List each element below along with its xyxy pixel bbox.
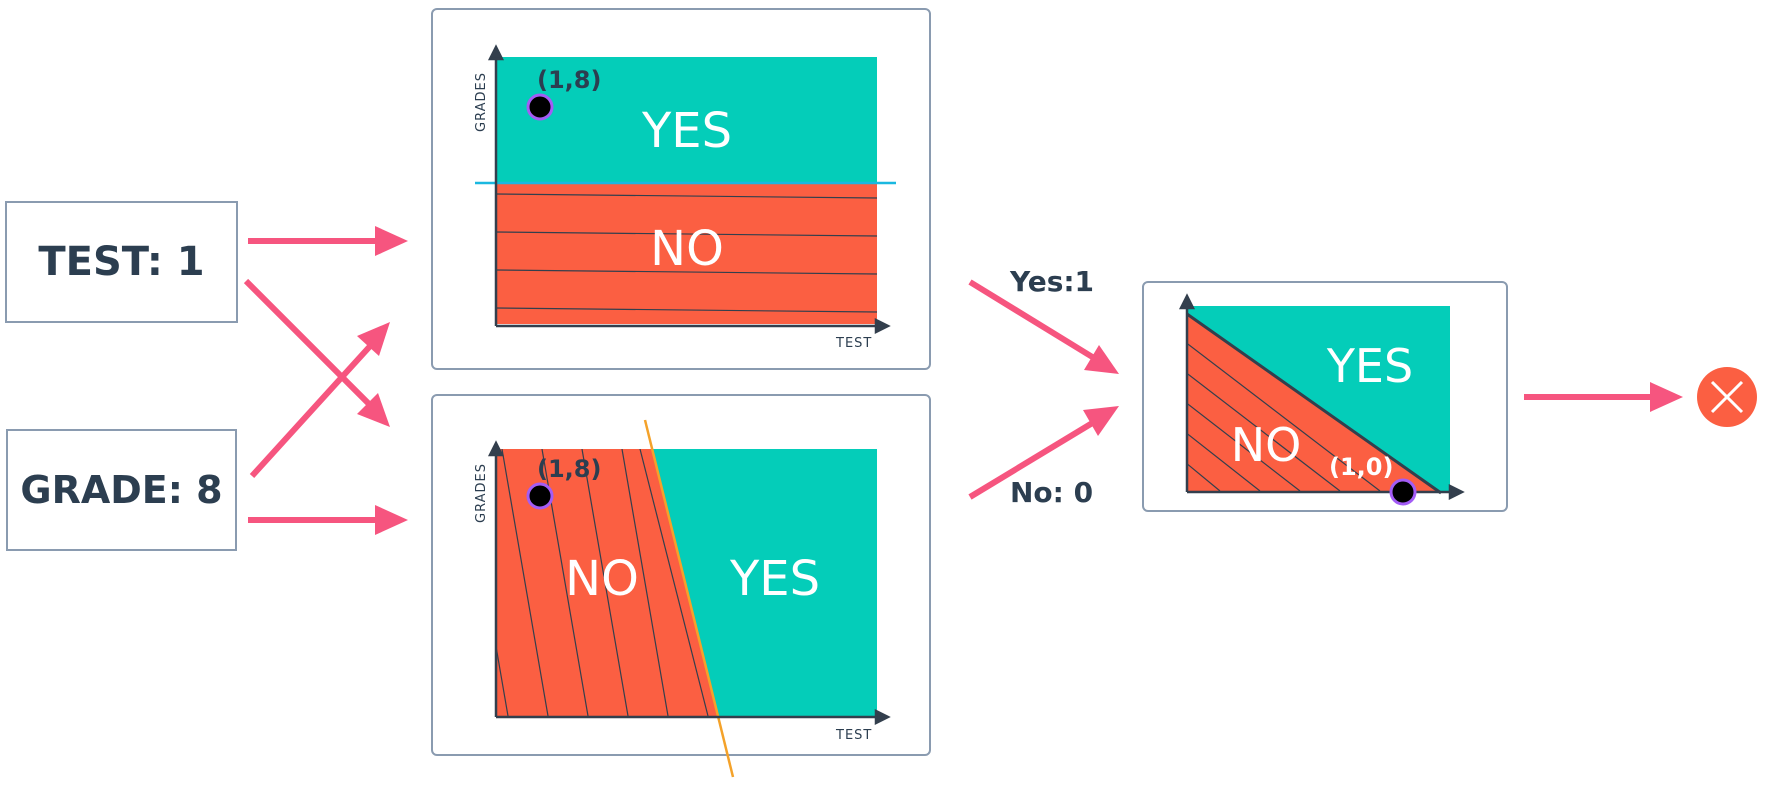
top-x-axis-label: TEST <box>835 336 872 351</box>
arrow-top-to-result <box>968 279 1119 374</box>
top-data-point <box>526 93 554 121</box>
grade-input-label: GRADE: 8 <box>20 468 223 512</box>
result-data-point <box>1389 478 1417 506</box>
bottom-axes <box>487 440 891 726</box>
top-yes-region <box>496 57 877 183</box>
edge-yes-label: Yes:1 <box>1009 265 1094 298</box>
test-input-label: TEST: 1 <box>38 239 205 285</box>
result-yes-label: YES <box>1326 339 1413 393</box>
top-y-axis-label: GRADES <box>474 72 489 132</box>
bottom-data-point <box>526 482 554 510</box>
close-icon <box>1697 367 1757 427</box>
edge-arrows <box>243 226 1683 535</box>
arrow-grade-to-bottom <box>248 505 408 535</box>
result-no-hatching <box>1187 337 1381 491</box>
arrow-test-to-bottom <box>243 278 390 427</box>
result-point-label: (1,0) <box>1329 453 1393 481</box>
grade-input-node: GRADE: 8 <box>6 429 237 551</box>
result-plot: YES NO (1,0) <box>1178 293 1465 506</box>
top-no-region <box>496 183 877 324</box>
top-point-label: (1,8) <box>537 66 601 94</box>
result-yes-region <box>1187 306 1450 491</box>
result-decision-boundary <box>1186 312 1442 495</box>
top-axes <box>487 44 891 335</box>
edge-no-label: No: 0 <box>1010 476 1093 509</box>
arrow-result-to-output <box>1524 382 1683 412</box>
arrow-bottom-to-result <box>968 406 1119 500</box>
bottom-no-label: NO <box>565 551 639 607</box>
bottom-no-region <box>496 449 718 716</box>
bottom-yes-label: YES <box>729 551 820 607</box>
top-no-label: NO <box>650 221 724 277</box>
top-plot: TEST GRADES YES NO (1,8) <box>474 44 896 351</box>
bottom-point-label: (1,8) <box>537 455 601 483</box>
bottom-yes-region <box>652 449 877 716</box>
top-no-hatching <box>496 193 877 313</box>
test-input-node: TEST: 1 <box>5 201 238 323</box>
arrow-test-to-top <box>248 226 408 256</box>
top-yes-label: YES <box>641 103 732 159</box>
bottom-y-axis-label: GRADES <box>474 463 489 523</box>
result-no-label: NO <box>1231 418 1302 472</box>
bottom-x-axis-label: TEST <box>835 728 872 743</box>
arrow-grade-to-top <box>249 322 390 479</box>
bottom-plot: TEST GRADES NO YES (1,8) <box>474 419 891 778</box>
